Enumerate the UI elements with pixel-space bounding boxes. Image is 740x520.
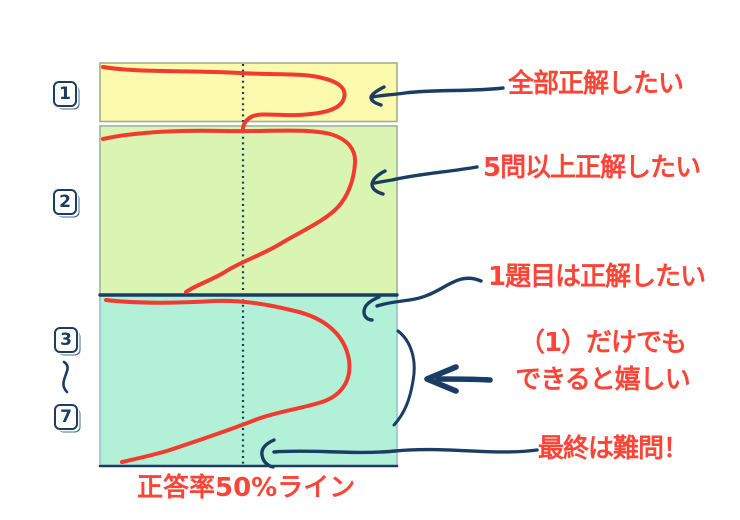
- arrow-all-correct: [369, 85, 505, 107]
- annotation-first-question: 1題目は正解したい: [488, 262, 706, 292]
- question-label-1: 1: [53, 81, 77, 107]
- range-squiggle-icon: [62, 360, 69, 394]
- band-question-3-7: [99, 294, 398, 467]
- question-label-2: 2: [53, 189, 77, 215]
- annotation-part-one-only: （1）だけでも できると嬉しい: [495, 325, 710, 399]
- annotation-all-correct: 全部正解したい: [508, 69, 684, 99]
- annotation-final-hard: 最終は難問！: [538, 434, 689, 464]
- annotation-part-one-line2: できると嬉しい: [515, 365, 690, 395]
- brace-icon: [392, 329, 416, 427]
- band-question-2: [99, 125, 398, 296]
- difficulty-curve-q1: [101, 65, 347, 130]
- left-arrowhead-icon: [370, 169, 387, 196]
- annotation-part-one-line1: （1）だけでも: [518, 328, 687, 358]
- difficulty-curve-q2: [101, 128, 358, 294]
- annotation-five-or-more: 5問以上正解したい: [483, 153, 701, 183]
- fifty-percent-line-label: 正答率50%ライン: [137, 473, 356, 503]
- left-arrowhead-icon: [260, 438, 276, 469]
- arrow-first-question: [362, 276, 483, 322]
- arrow-five-or-more: [370, 165, 479, 196]
- left-arrowhead-icon: [424, 364, 459, 394]
- arrow-part-one-only: [424, 364, 493, 394]
- difficulty-curve-q3-7: [104, 298, 352, 464]
- left-arrowhead-icon: [369, 85, 386, 107]
- question-label-3: 3: [54, 327, 78, 353]
- question-label-7: 7: [54, 404, 78, 430]
- left-arrowhead-icon: [362, 295, 381, 322]
- arrow-final-hard: [260, 438, 539, 469]
